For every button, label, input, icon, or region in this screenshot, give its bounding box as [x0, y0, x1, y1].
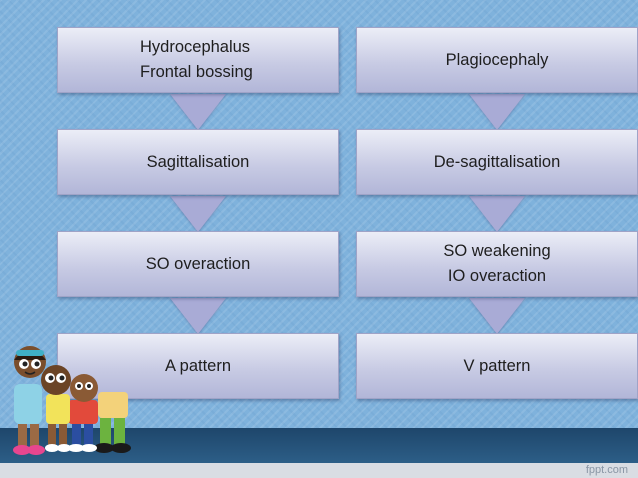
box-line: SO weakening [443, 242, 551, 260]
box-line: SO overaction [145, 254, 251, 273]
flow-arrow [469, 94, 525, 130]
box-line: Sagittalisation [146, 152, 250, 171]
floor-edge [0, 463, 638, 478]
flow-box-de-sagittalisation: De-sagittalisation [356, 129, 638, 195]
flow-arrow [469, 196, 525, 232]
watermark: fppt.com [585, 464, 628, 476]
box-line: Plagiocephaly [445, 50, 549, 69]
box-line: A pattern [164, 356, 232, 375]
flow-box-a-pattern: A pattern [57, 333, 339, 399]
flow-arrow [170, 94, 226, 130]
flow-box-hydrocephalus: Hydrocephalus Frontal bossing [57, 27, 339, 93]
box-line: V pattern [463, 356, 531, 375]
flow-box-v-pattern: V pattern [356, 333, 638, 399]
flow-box-so-overaction: SO overaction [57, 231, 339, 297]
box-line: IO overaction [447, 267, 547, 285]
flow-arrow [170, 298, 226, 334]
flow-box-so-weakening: SO weakening IO overaction [356, 231, 638, 297]
kids-illustration-icon [13, 346, 131, 455]
flow-box-plagiocephaly: Plagiocephaly [356, 27, 638, 93]
box-line: De-sagittalisation [433, 152, 561, 171]
box-line: Hydrocephalus [140, 38, 251, 56]
box-line: Frontal bossing [140, 63, 253, 81]
flow-box-sagittalisation: Sagittalisation [57, 129, 339, 195]
flow-arrow [170, 196, 226, 232]
flow-arrow [469, 298, 525, 334]
